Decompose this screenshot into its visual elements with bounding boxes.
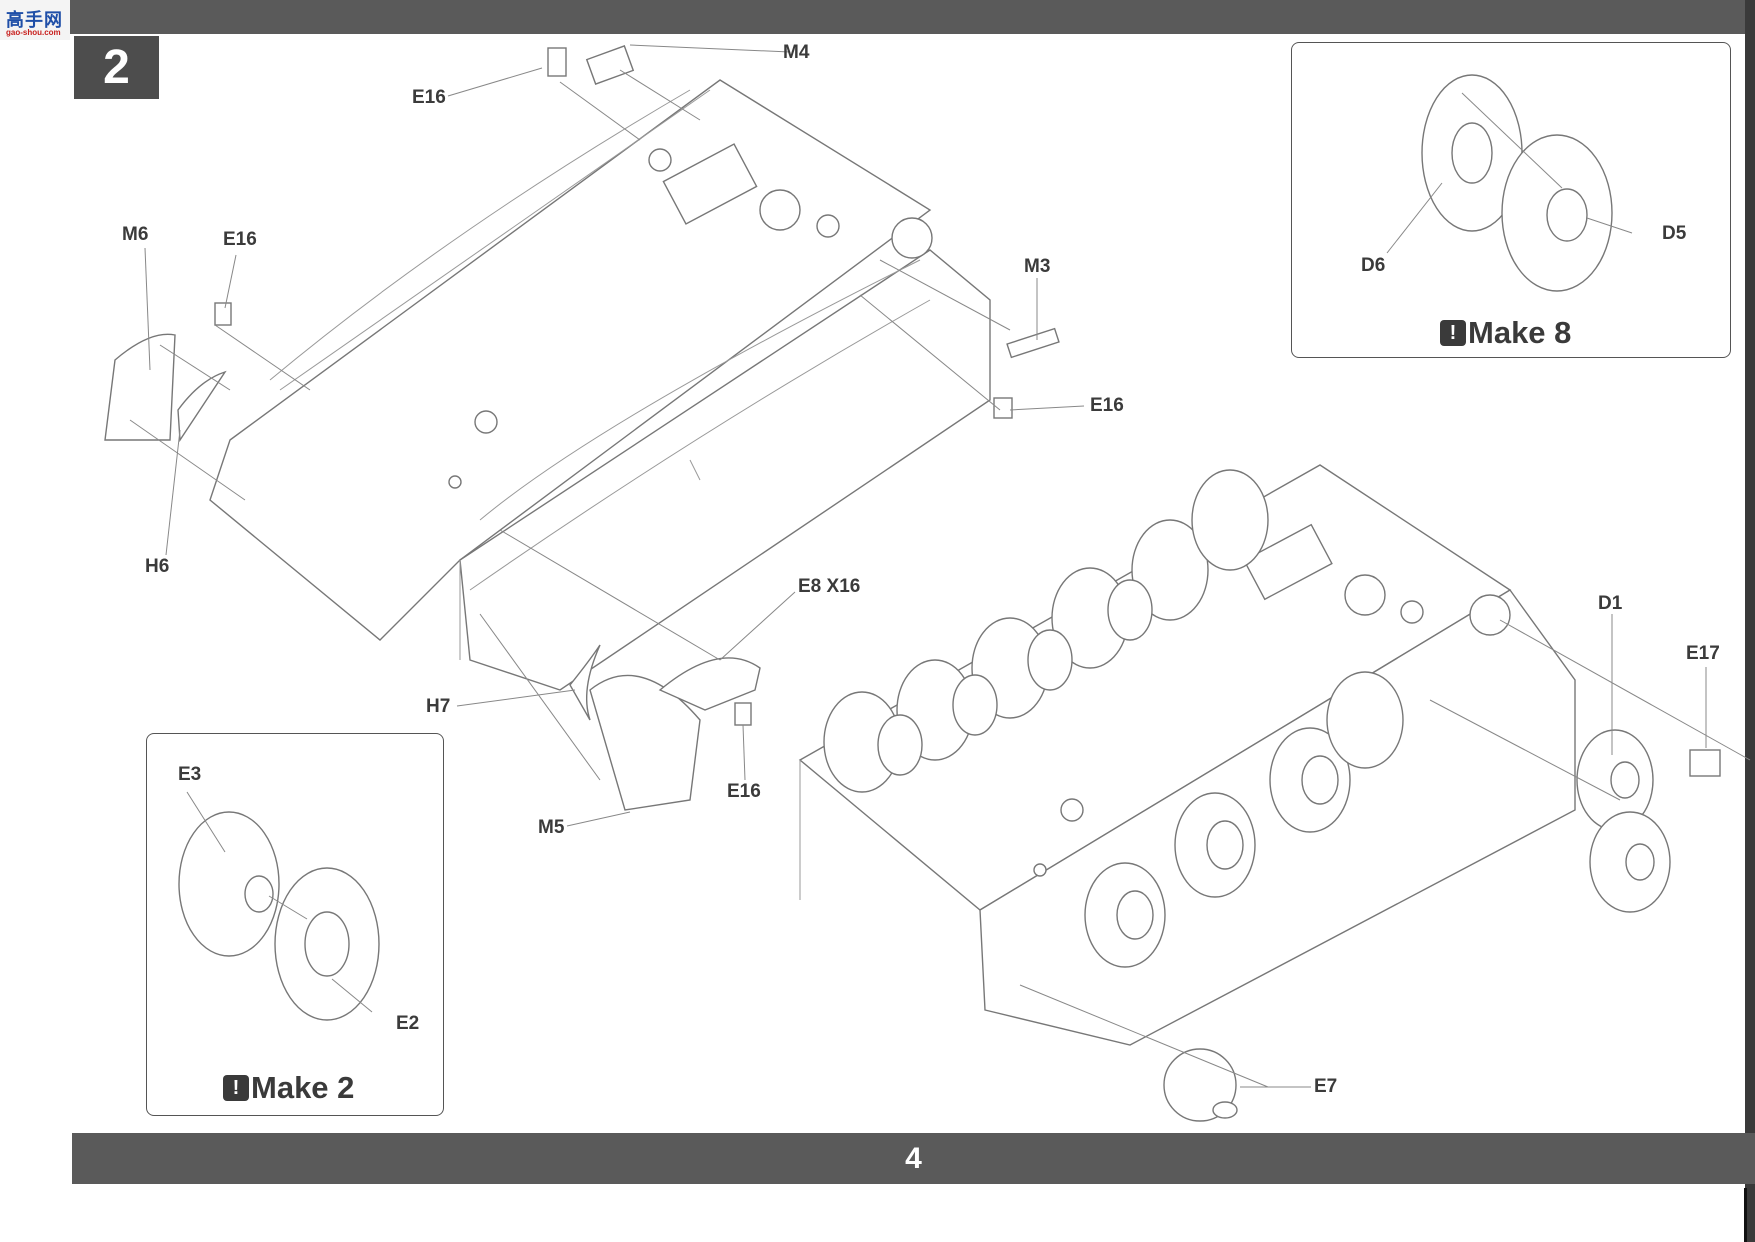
page-number: 4 [905, 1141, 922, 1175]
label-e16-top: E16 [412, 87, 446, 108]
footer-bar: 4 [72, 1133, 1755, 1184]
label-m3: M3 [1024, 256, 1051, 277]
warning-icon: ! [223, 1075, 249, 1101]
part-e17 [1689, 749, 1721, 777]
make-2-note: ! Make 2 [223, 1070, 354, 1106]
label-m4: M4 [783, 42, 810, 63]
step-number-badge: 2 [74, 36, 159, 99]
make-8-text: Make 8 [1468, 315, 1572, 350]
label-d6: D6 [1361, 255, 1386, 276]
lower-hull [798, 464, 1721, 1122]
inset-wheel-assembly: D6 D5 ! Make 8 [1291, 42, 1731, 358]
road-wheels-lower-row [1084, 671, 1404, 968]
label-e8: E8 X16 [798, 576, 861, 597]
label-m5: M5 [538, 817, 565, 838]
sprocket-e3 [178, 811, 280, 957]
label-e17: E17 [1686, 643, 1720, 664]
inset-sprocket-drawing [178, 791, 380, 1021]
label-e7: E7 [1314, 1076, 1338, 1097]
logo-url-text: gao-shou.com [6, 28, 61, 37]
road-wheels-upper-row [823, 469, 1269, 793]
label-e2: E2 [396, 1013, 420, 1034]
make-2-text: Make 2 [251, 1070, 355, 1105]
label-d1: D1 [1598, 593, 1623, 614]
leader-lines [129, 44, 1751, 1088]
label-h6: H6 [145, 556, 170, 577]
label-e3: E3 [178, 764, 202, 785]
inset-wheel-drawing [1386, 74, 1633, 292]
header-bar [66, 0, 1755, 34]
upper-hull [104, 45, 1060, 811]
label-m6: M6 [122, 224, 149, 245]
page-edge [1745, 0, 1755, 1242]
inset-sprocket-assembly: E3 E2 ! Make 2 [146, 733, 444, 1116]
warning-icon: ! [1440, 320, 1466, 346]
label-d5: D5 [1662, 223, 1687, 244]
label-e16-left: E16 [223, 229, 257, 250]
site-logo: 高手网 gao-shou.com [0, 0, 70, 40]
page-corner-line [1744, 1188, 1747, 1242]
label-e16-bottom: E16 [727, 781, 761, 802]
make-8-note: ! Make 8 [1440, 315, 1571, 351]
label-h7: H7 [426, 696, 451, 717]
logo-chinese-text: 高手网 [6, 10, 63, 31]
label-e16-right: E16 [1090, 395, 1124, 416]
